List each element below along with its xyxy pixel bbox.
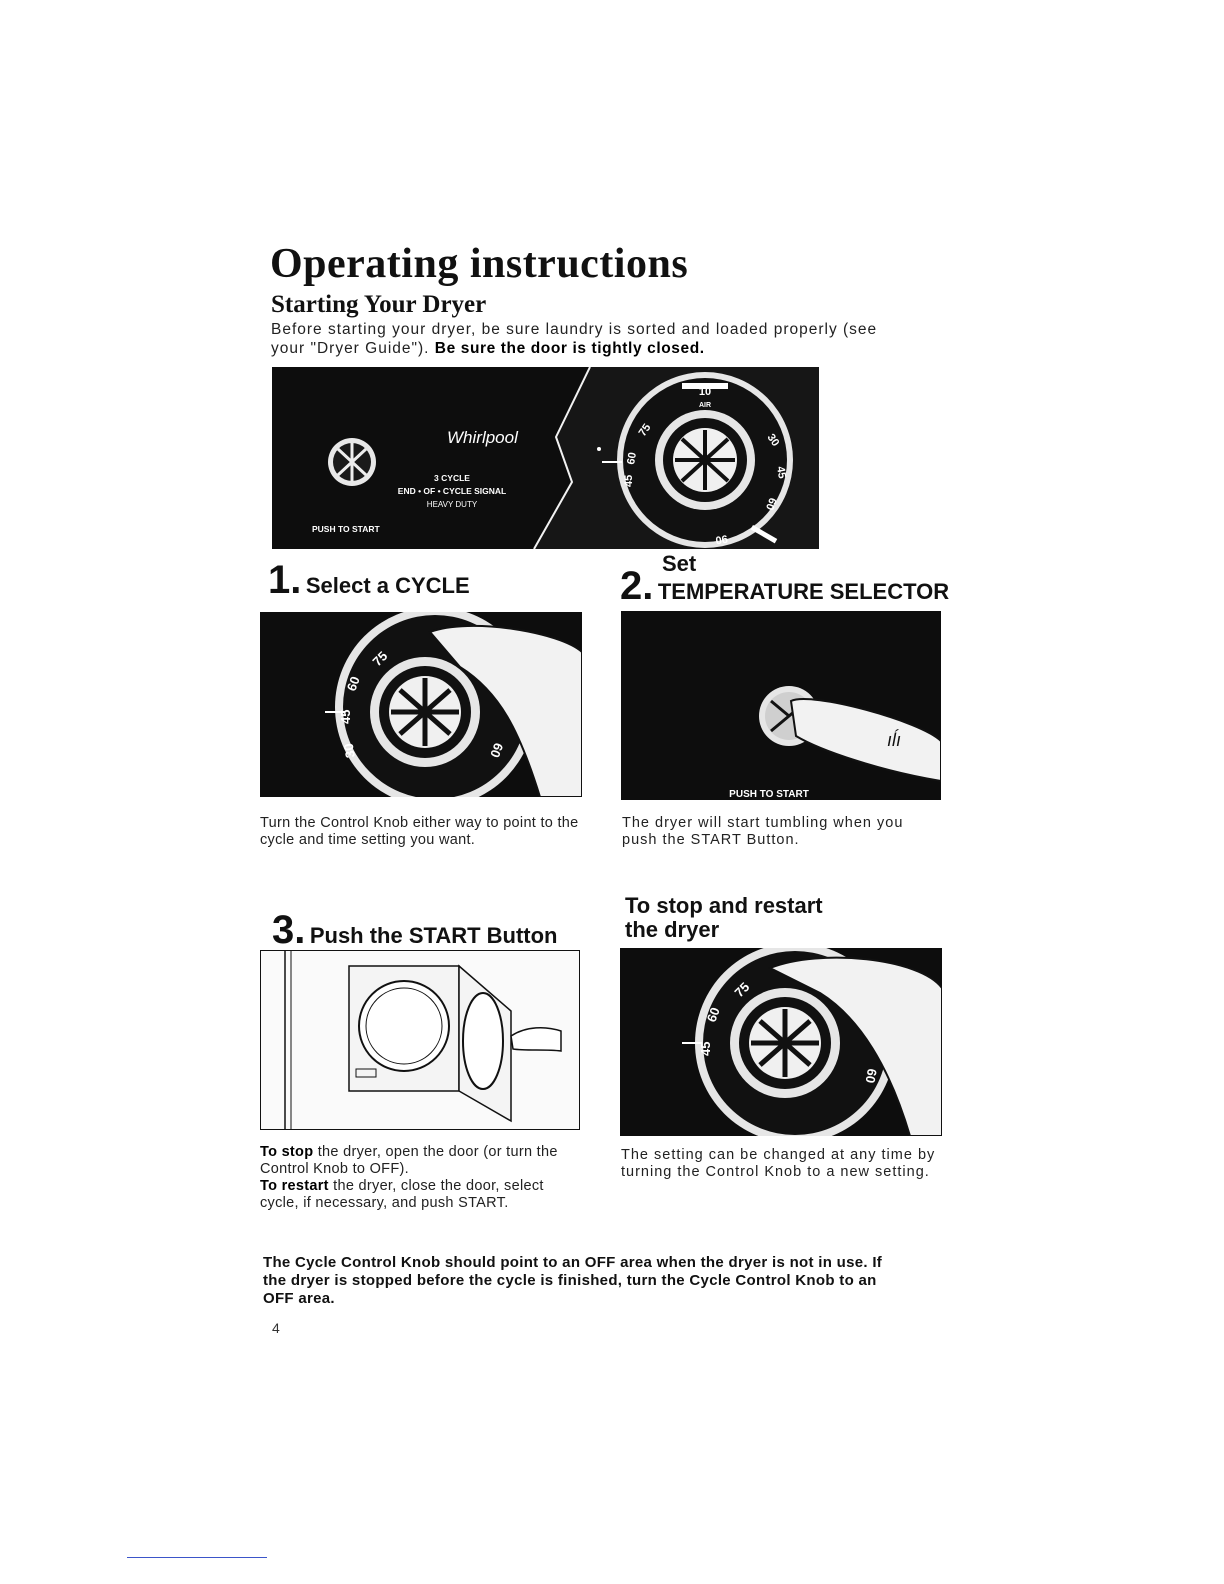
svg-text:60: 60 (763, 496, 778, 512)
step-2-text: The dryer will start tumbling when you p… (622, 815, 904, 848)
svg-text:ıĺı: ıĺı (887, 729, 901, 750)
page-number: 4 (272, 1320, 280, 1336)
svg-text:60: 60 (487, 741, 506, 760)
step-3-illustration (260, 950, 580, 1130)
stop-text: the dryer, open the door (or turn the Co… (260, 1144, 558, 1177)
step-1-label: Select a CYCLE (305, 573, 470, 598)
push-button-knob-icon (328, 438, 376, 486)
step-2-number: 2 (620, 564, 643, 608)
svg-text:60: 60 (344, 674, 363, 693)
step-2-label-top: Set (662, 551, 697, 576)
step-1-illustration: 60 45 30 75 45 60 (260, 612, 582, 797)
brand-logo: Whirlpool (447, 428, 519, 447)
step-3-text: To stop the dryer, open the door (or tur… (260, 1144, 570, 1212)
section-subtitle: Starting Your Dryer (271, 291, 487, 318)
svg-text:60: 60 (863, 1067, 880, 1084)
restart-heading: To stop and restart the dryer (625, 894, 823, 942)
page-title: Operating instructions (270, 241, 689, 287)
cycle-dial-icon: 10 AIR 75 60 45 30 45 60 90 (597, 372, 793, 548)
restart-label: To restart (260, 1178, 329, 1194)
intro-text: Before starting your dryer, be sure laun… (271, 321, 878, 357)
intro-paragraph: Before starting your dryer, be sure laun… (271, 320, 911, 358)
svg-text:75: 75 (637, 422, 654, 439)
restart-text: The setting can be changed at any time b… (621, 1147, 936, 1180)
intro-bold-warning: Be sure the door is tightly closed. (434, 340, 705, 357)
model-line-3: HEAVY DUTY (427, 500, 478, 509)
step-2-label: TEMPERATURE SELECTOR (657, 579, 950, 604)
finger-icon (789, 698, 941, 783)
dial-air-label: AIR (699, 402, 711, 409)
footer-rule (127, 1557, 267, 1558)
svg-text:90: 90 (714, 532, 728, 546)
step-1-heading: 1. Select a CYCLE (268, 558, 470, 602)
svg-text:45: 45 (698, 1042, 713, 1056)
svg-text:45: 45 (338, 710, 353, 724)
step-3-label: Push the START Button (309, 923, 558, 948)
svg-text:60: 60 (704, 1005, 723, 1024)
stop-label: To stop (260, 1144, 314, 1160)
step-2-heading: Set 2. TEMPERATURE SELECTOR (620, 551, 950, 608)
step-3-heading: 3. Push the START Button (272, 908, 558, 952)
step-1-number: 1 (268, 558, 291, 602)
restart-text: the dryer, close the door, select cycle,… (260, 1178, 544, 1211)
svg-text:60: 60 (625, 451, 639, 465)
svg-text:45: 45 (623, 475, 635, 487)
dryer-door-icon (348, 964, 512, 1123)
restart-illustration: 60 45 75 45 60 (620, 948, 942, 1136)
hand-icon (767, 956, 942, 1136)
push-to-start-label: PUSH TO START (312, 524, 380, 534)
hand-icon (510, 1026, 562, 1052)
dial-top-number: 10 (699, 386, 711, 398)
svg-text:45: 45 (774, 465, 788, 479)
restart-heading-line-1: To stop and restart (625, 893, 823, 918)
hand-icon (428, 624, 582, 797)
step-1-text: Turn the Control Knob either way to poin… (260, 815, 579, 848)
model-line-1: 3 CYCLE (434, 473, 470, 483)
step-2-panel-label: PUSH TO START (729, 789, 809, 800)
svg-text:30: 30 (341, 742, 358, 759)
step-2-illustration: ıĺı PUSH TO START (621, 611, 941, 800)
control-panel-illustration: Whirlpool 3 CYCLE END • OF • CYCLE SIGNA… (272, 367, 819, 549)
usage-note: The Cycle Control Knob should point to a… (263, 1254, 883, 1307)
step-3-number: 3 (272, 908, 295, 952)
svg-text:30: 30 (765, 432, 782, 449)
model-line-2: END • OF • CYCLE SIGNAL (398, 486, 506, 496)
restart-heading-line-2: the dryer (625, 917, 720, 942)
